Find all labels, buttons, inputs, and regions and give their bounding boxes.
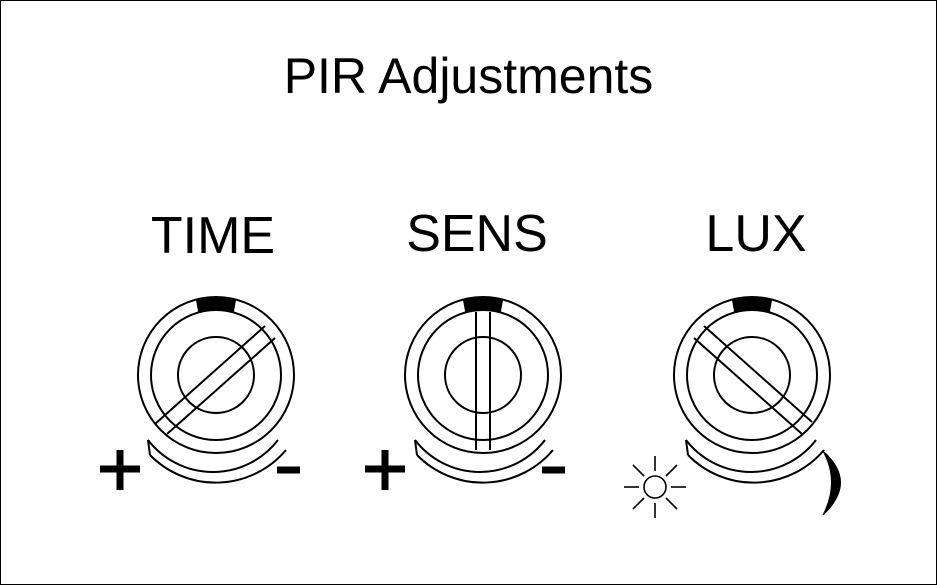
- sens-knob-marker: [462, 296, 504, 313]
- time-knob-inner-ring: [150, 309, 282, 441]
- time-knob-arc-outer: [149, 449, 287, 484]
- sens-knob-center-ring: [444, 336, 522, 414]
- sun-icon: [624, 456, 686, 518]
- moon-icon: [822, 450, 841, 516]
- knob-label-lux: LUX: [705, 205, 807, 263]
- knob-label-time: TIME: [150, 207, 276, 265]
- lux-knob-arc-inner: [685, 439, 817, 474]
- sens-knob-arc-outer: [416, 449, 554, 484]
- sens-knob-slot: [475, 312, 491, 450]
- lux-knob: [673, 296, 831, 484]
- plus-icon: [100, 450, 140, 490]
- lux-knob-arc-outer: [687, 449, 825, 484]
- lux-knob-inner-ring: [686, 309, 818, 441]
- sens-knob-inner-ring: [417, 309, 549, 441]
- time-knob-marker: [195, 296, 237, 313]
- time-knob-center-ring: [177, 336, 255, 414]
- lux-knob-center-ring: [713, 336, 791, 414]
- time-knob-slot: [154, 325, 276, 435]
- lux-knob-outer-ring: [673, 296, 831, 454]
- plus-icon: [365, 450, 405, 490]
- page-title: PIR Adjustments: [283, 48, 654, 104]
- knob-label-sens: SENS: [406, 205, 548, 263]
- sens-knob-arc-inner: [414, 439, 546, 474]
- lux-knob-marker: [731, 296, 773, 313]
- sens-knob-outer-ring: [404, 296, 562, 454]
- time-knob-outer-ring: [137, 296, 295, 454]
- time-knob-arc-inner: [147, 439, 279, 474]
- lux-knob-slot: [693, 325, 813, 435]
- time-knob: [137, 296, 295, 484]
- sens-knob: [404, 296, 562, 484]
